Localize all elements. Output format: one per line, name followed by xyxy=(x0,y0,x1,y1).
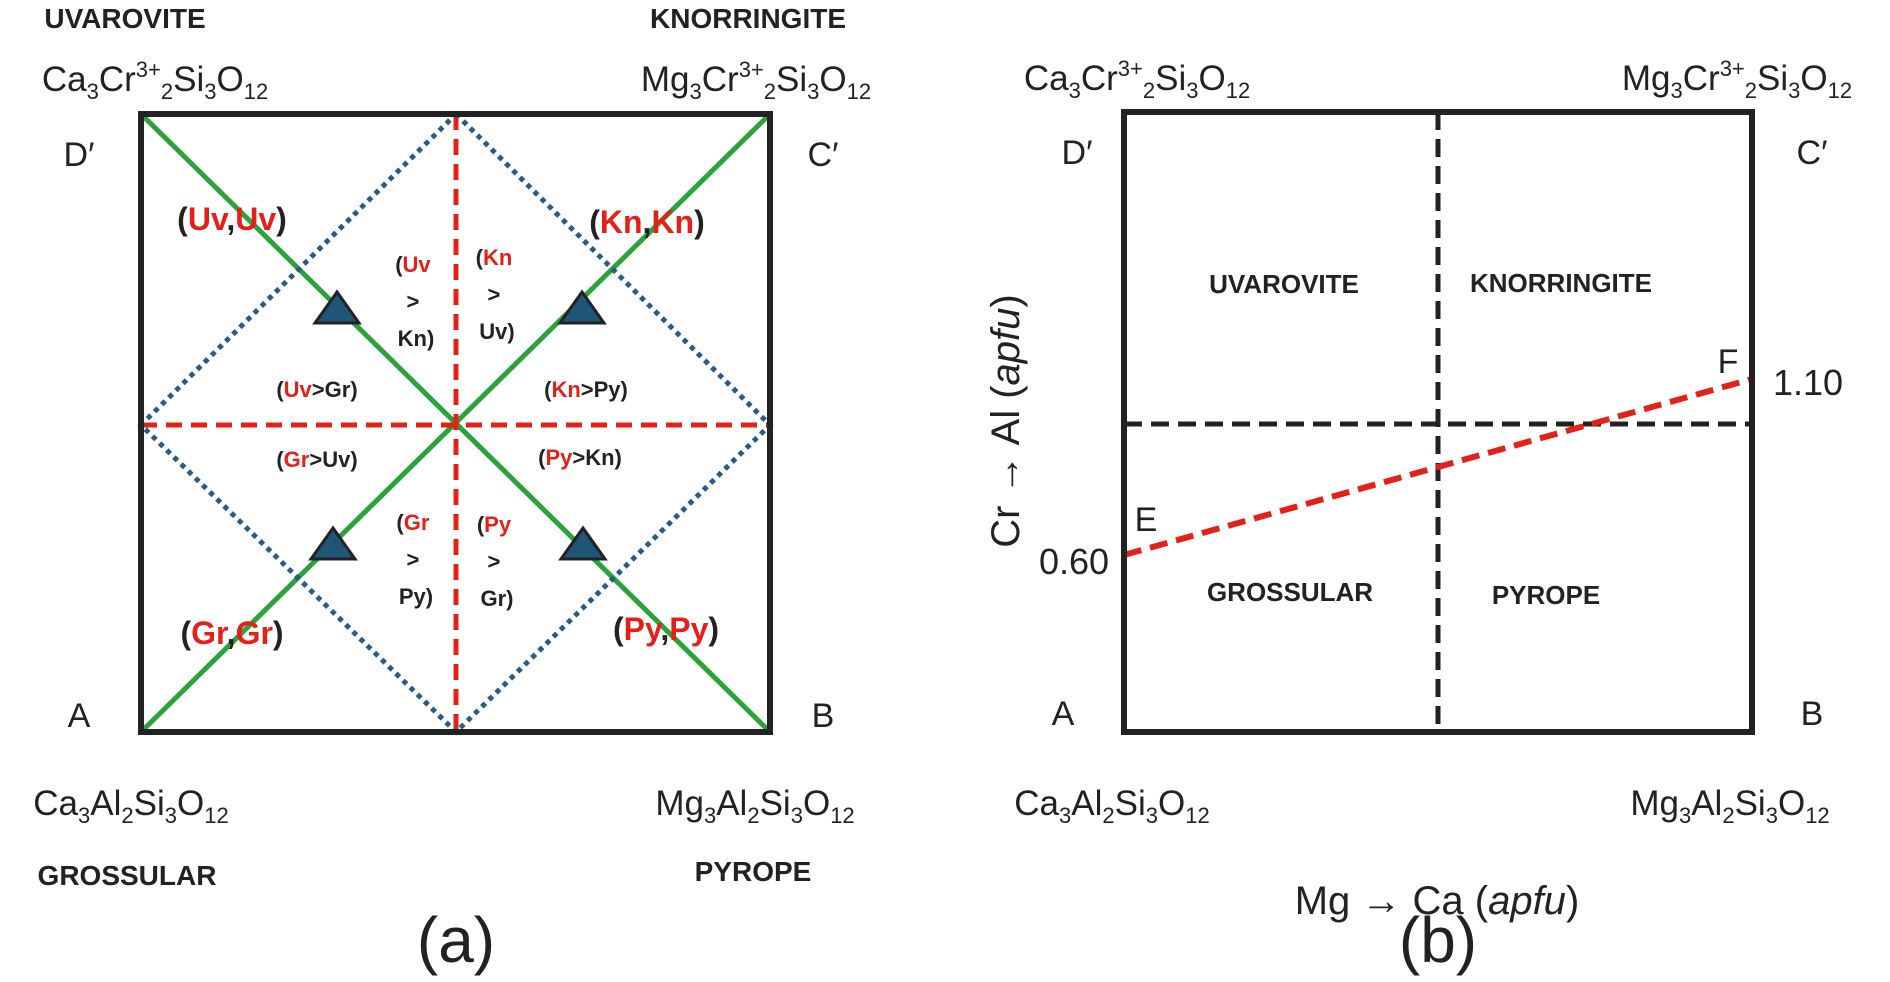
corner-d-prime-b: D′ xyxy=(1062,134,1093,172)
y-axis-title: Cr → Al (apfu) xyxy=(984,294,1028,547)
formula-top-right-b: Mg3Cr3+2Si3O12 xyxy=(1622,56,1852,103)
line-e-to-f xyxy=(1123,376,1753,558)
corner-b: B xyxy=(812,697,835,735)
point-f-label: F xyxy=(1718,343,1739,381)
caption-b: (b) xyxy=(1399,904,1477,976)
formula-bottom-right-b: Mg3Al2Si3O12 xyxy=(1630,784,1829,828)
label-uv-gt-kn: (Uv > Kn) xyxy=(395,252,437,351)
formula-grossular: Ca3Al2Si3O12 xyxy=(33,784,228,828)
pyrope-label: PYROPE xyxy=(695,856,812,887)
triangle-marker-gr-py xyxy=(308,525,358,561)
value-f: 1.10 xyxy=(1773,362,1843,403)
region-knorringite: KNORRINGITE xyxy=(1470,268,1652,298)
label-kn-gt-uv: (Kn > Uv) xyxy=(476,245,519,344)
label-gr-gt-py: (Gr > Py) xyxy=(396,510,435,609)
formula-uvarovite: Ca3Cr3+2Si3O12 xyxy=(42,57,268,104)
label-kn-gt-py: (Kn>Py) xyxy=(544,377,628,402)
triangle-marker-uv-kn xyxy=(312,289,362,325)
label-py-py: (Py,Py) xyxy=(613,611,719,647)
label-py-gt-gr: (Py > Gr) xyxy=(477,512,517,611)
corner-a-b: A xyxy=(1052,695,1075,733)
corner-a: A xyxy=(68,697,91,735)
panel-b: Ca3Cr3+2Si3O12 Mg3Cr3+2Si3O12 Ca3Al2Si3O… xyxy=(984,56,1852,976)
formula-knorringite: Mg3Cr3+2Si3O12 xyxy=(641,57,871,104)
triangle-marker-kn-uv xyxy=(557,289,607,325)
point-e-label: E xyxy=(1135,501,1158,539)
corner-b-b: B xyxy=(1801,695,1824,733)
caption-a: (a) xyxy=(417,904,495,976)
label-py-gt-kn: (Py>Kn) xyxy=(538,445,622,470)
label-gr-gr: (Gr,Gr) xyxy=(180,615,283,651)
label-gr-gt-uv: (Gr>Uv) xyxy=(276,447,357,472)
triangle-marker-py-gr xyxy=(558,525,608,561)
corner-c-prime-b: C′ xyxy=(1797,134,1828,172)
value-e: 0.60 xyxy=(1039,541,1109,582)
x-axis-title: Mg → Ca (apfu) xyxy=(1295,879,1580,923)
region-grossular: GROSSULAR xyxy=(1207,577,1373,607)
label-uv-uv: (Uv,Uv) xyxy=(177,201,287,237)
label-uv-gt-gr: (Uv>Gr) xyxy=(276,377,357,402)
grossular-label: GROSSULAR xyxy=(38,860,217,891)
panel-a-frame xyxy=(138,111,773,735)
panel-b-frame xyxy=(1121,109,1755,735)
panel-a: UVAROVITE KNORRINGITE GROSSULAR PYROPE C… xyxy=(33,3,871,976)
formula-bottom-left-b: Ca3Al2Si3O12 xyxy=(1014,784,1209,828)
uvarovite-label: UVAROVITE xyxy=(44,3,205,34)
knorringite-label: KNORRINGITE xyxy=(650,3,846,34)
region-uvarovite: UVAROVITE xyxy=(1209,269,1359,299)
corner-d-prime: D′ xyxy=(64,136,95,174)
formula-pyrope: Mg3Al2Si3O12 xyxy=(655,784,854,828)
formula-top-left-b: Ca3Cr3+2Si3O12 xyxy=(1024,56,1250,103)
label-kn-kn: (Kn,Kn) xyxy=(589,204,705,240)
region-pyrope: PYROPE xyxy=(1492,580,1600,610)
corner-c-prime: C′ xyxy=(808,136,839,174)
